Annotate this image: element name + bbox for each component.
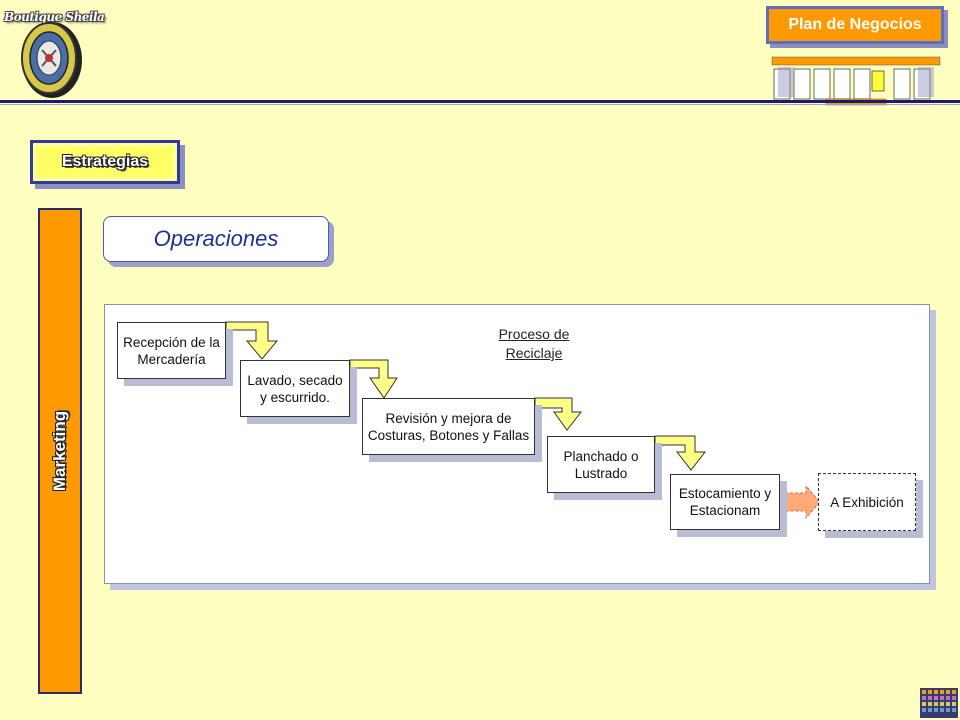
university-seal-icon <box>21 22 82 98</box>
step-recepcion: Recepción de la Mercadería <box>117 322 226 379</box>
marketing-sidebar[interactable]: Marketing <box>38 208 82 694</box>
process-title-line1: Proceso de <box>498 326 570 342</box>
grid-navigation-icon[interactable] <box>920 688 958 718</box>
header-divider-light <box>0 104 960 105</box>
marketing-label: Marketing <box>50 410 69 492</box>
step-planchado: Planchado o Lustrado <box>547 436 655 493</box>
step-exhibicion: A Exhibición <box>818 473 916 531</box>
operaciones-title: Operaciones <box>103 216 329 262</box>
plan-de-negocios-button[interactable]: Plan de Negocios <box>766 6 944 44</box>
step-lavado: Lavado, secado y escurrido. <box>240 360 350 417</box>
step-revision: Revisión y mejora de Costuras, Botones y… <box>362 398 535 455</box>
estrategias-label: Estrategias <box>37 147 173 177</box>
header-divider <box>0 100 960 103</box>
logo-text: Boutique Sheila <box>4 10 105 24</box>
step-estocamiento: Estocamiento y Estacionam <box>670 474 780 530</box>
process-title-line2: Reciclaje <box>505 345 563 361</box>
org-chart-thumbnail-icon[interactable] <box>770 55 946 107</box>
process-title: Proceso de Reciclaje <box>484 325 584 363</box>
estrategias-button[interactable]: Estrategias <box>30 140 180 184</box>
